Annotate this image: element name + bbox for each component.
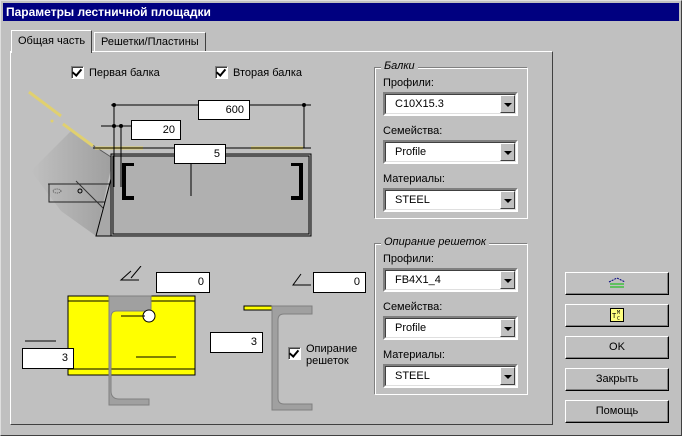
beams-group-title: Балки — [381, 60, 418, 72]
checkbox-checked-icon — [288, 347, 301, 360]
dropdown-arrow-icon[interactable] — [500, 95, 515, 113]
support-profiles-select[interactable]: FB4X1_4 — [383, 268, 518, 292]
first-beam-label: Первая балка — [89, 66, 160, 79]
second-beam-label: Вторая балка — [233, 66, 303, 79]
beams-group: Балки Профили: C10X15.3 Семейства: Profi… — [374, 60, 528, 219]
weld-left-side-input[interactable]: 3 — [22, 348, 74, 369]
grating-support-group: Опирание решеток Профили: FB4X1_4 Семейс… — [374, 236, 528, 395]
tab-gratings-plates[interactable]: Решетки/Пластины — [94, 32, 206, 51]
beams-families-label: Семейства: — [383, 125, 443, 137]
grating-support-label: Опирание решеток — [306, 343, 357, 367]
grating-support-label-line2: решеток — [306, 355, 349, 367]
gap-input[interactable]: 5 — [174, 144, 226, 164]
stair-view-icon — [608, 277, 626, 288]
svg-text:T: T — [612, 312, 617, 320]
weld-diagram-left — [25, 266, 196, 406]
support-group-title: Опирание решеток — [381, 236, 490, 248]
close-button[interactable]: Закрыть — [565, 368, 669, 391]
dropdown-arrow-icon[interactable] — [500, 191, 515, 209]
support-families-label: Семейства: — [383, 301, 443, 313]
dropdown-arrow-icon[interactable] — [500, 271, 515, 289]
weld-right-side-input[interactable]: 3 — [210, 332, 263, 353]
svg-text:M: M — [617, 310, 620, 316]
weld-left-top-input[interactable]: 0 — [156, 272, 210, 293]
view-button[interactable] — [565, 272, 669, 295]
channel-profile-shape — [108, 295, 152, 406]
beams-materials-select[interactable]: STEEL — [383, 188, 518, 212]
grating-support-label-line1: Опирание — [306, 343, 358, 355]
width-input[interactable]: 600 — [198, 100, 250, 120]
beams-materials-label: Материалы: — [383, 173, 445, 185]
channel-profile-shape — [271, 305, 313, 411]
svg-text:C: C — [617, 316, 620, 322]
tab-general[interactable]: Общая часть — [11, 30, 93, 53]
dropdown-arrow-icon[interactable] — [500, 367, 515, 385]
grating-support-checkbox[interactable]: Опирание решеток — [288, 343, 357, 367]
support-materials-select[interactable]: STEEL — [383, 364, 518, 388]
support-materials-value: STEEL — [395, 370, 430, 382]
support-profiles-value: FB4X1_4 — [395, 274, 441, 286]
tab-panel-general — [10, 51, 553, 425]
channel-left-icon — [122, 163, 134, 200]
beams-profiles-value: C10X15.3 — [395, 98, 444, 110]
second-beam-checkbox[interactable]: Вторая балка — [215, 66, 302, 79]
tmc-icon: T M C — [610, 308, 624, 323]
channel-right-icon — [291, 163, 303, 200]
beams-materials-value: STEEL — [395, 194, 430, 206]
support-families-value: Profile — [395, 322, 427, 334]
beams-profiles-label: Профили: — [383, 77, 434, 89]
ok-button[interactable]: OK — [565, 336, 669, 359]
title-bar: Параметры лестничной площадки — [3, 3, 679, 21]
dropdown-arrow-icon[interactable] — [500, 143, 515, 161]
beam-section-diagram — [28, 91, 312, 237]
beams-families-value: Profile — [395, 146, 427, 158]
first-beam-checkbox[interactable]: Первая балка — [71, 66, 160, 79]
weld-right-top-input[interactable]: 0 — [313, 272, 366, 293]
tmc-button[interactable]: T M C — [565, 304, 669, 327]
support-families-select[interactable]: Profile — [383, 316, 518, 340]
support-profiles-label: Профили: — [383, 253, 434, 265]
offset-input[interactable]: 20 — [131, 120, 181, 140]
checkbox-checked-icon — [215, 66, 228, 79]
dropdown-arrow-icon[interactable] — [500, 319, 515, 337]
support-materials-label: Материалы: — [383, 349, 445, 361]
beams-families-select[interactable]: Profile — [383, 140, 518, 164]
checkbox-checked-icon — [71, 66, 84, 79]
beams-profiles-select[interactable]: C10X15.3 — [383, 92, 518, 116]
help-button[interactable]: Помощь — [565, 400, 669, 423]
